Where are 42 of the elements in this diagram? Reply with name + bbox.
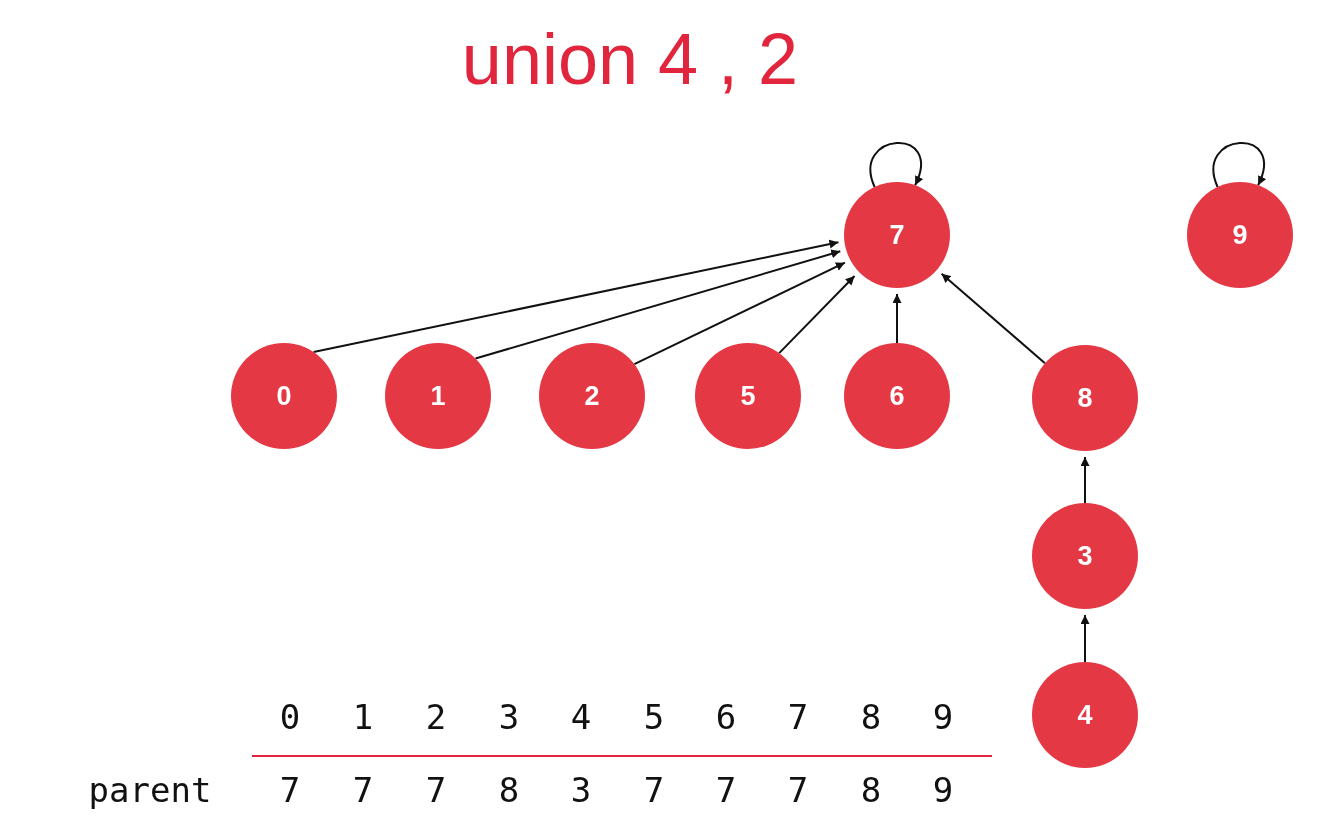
arrow: [474, 249, 842, 360]
node-circle: 7: [844, 182, 950, 288]
arrow: [1080, 456, 1090, 504]
node-circle: 2: [539, 343, 645, 449]
node-circle: 9: [1187, 182, 1293, 288]
parent-value: 7: [279, 770, 301, 810]
arrow: [1212, 141, 1266, 188]
parent-value: 3: [570, 770, 592, 810]
index-number: 8: [860, 697, 882, 737]
index-number: 4: [570, 697, 592, 737]
parent-value: 8: [498, 770, 520, 810]
index-number: 9: [932, 697, 954, 737]
index-number: 1: [352, 697, 374, 737]
arrow: [633, 261, 846, 366]
index-number: 2: [425, 697, 447, 737]
index-number: 7: [787, 697, 809, 737]
index-number: 5: [643, 697, 665, 737]
arrow: [869, 141, 923, 188]
index-number: 0: [279, 697, 301, 737]
node-circle: 8: [1032, 345, 1138, 451]
node-circle: 6: [844, 343, 950, 449]
parent-value: 8: [860, 770, 882, 810]
arrow: [312, 239, 840, 354]
arrow: [1080, 614, 1090, 663]
index-number: 6: [715, 697, 737, 737]
parent-value: 7: [787, 770, 809, 810]
node-circle: 1: [385, 343, 491, 449]
title: union 4 , 2: [460, 18, 800, 100]
arrow: [892, 293, 902, 344]
parent-value: 9: [932, 770, 954, 810]
row-label: parent: [88, 770, 212, 810]
arrow: [778, 275, 856, 355]
node-circle: 3: [1032, 503, 1138, 609]
parent-value: 7: [643, 770, 665, 810]
index-number: 3: [498, 697, 520, 737]
node-circle: 4: [1032, 662, 1138, 768]
parent-value: 7: [715, 770, 737, 810]
node-circle: 5: [695, 343, 801, 449]
node-circle: 0: [231, 343, 337, 449]
arrow: [940, 272, 1046, 365]
parent-value: 7: [425, 770, 447, 810]
parent-value: 7: [352, 770, 374, 810]
